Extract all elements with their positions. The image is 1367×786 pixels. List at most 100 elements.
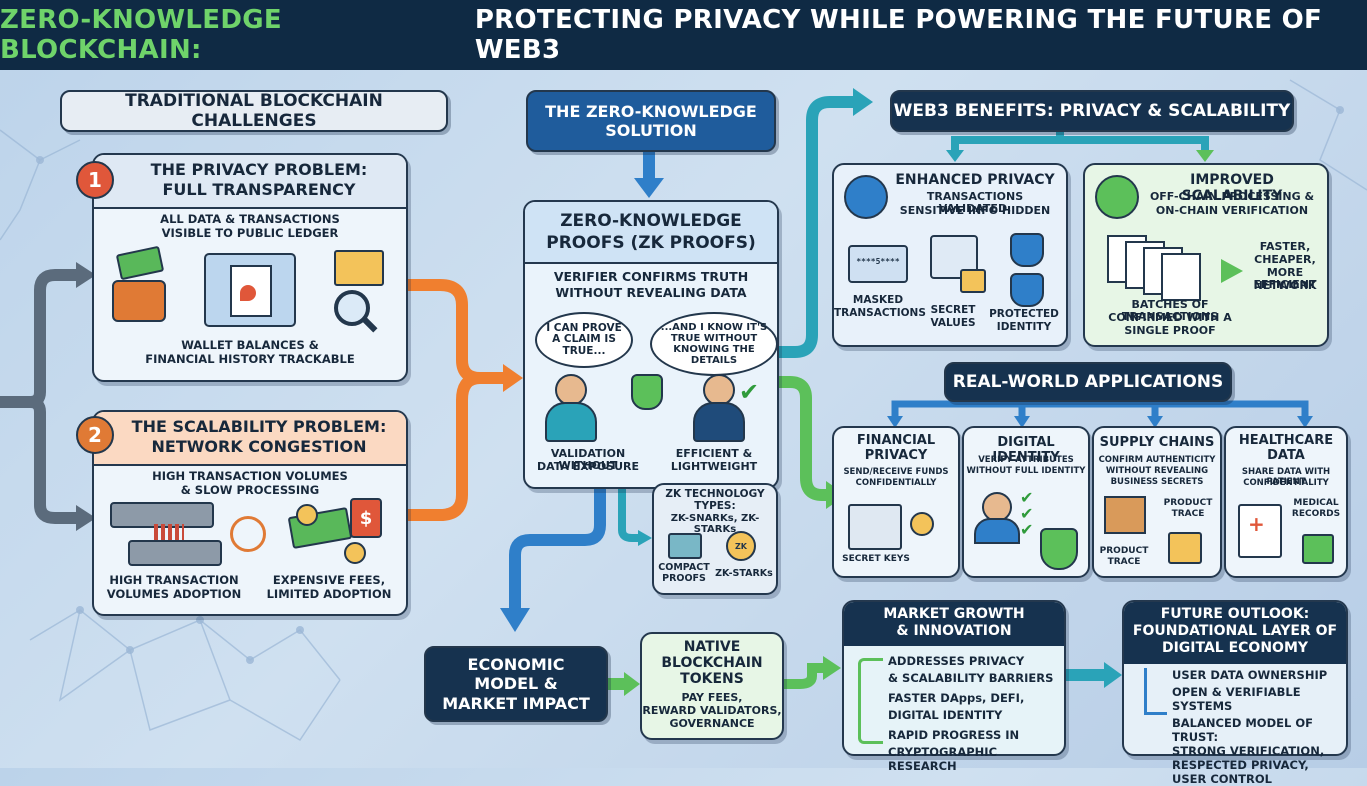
clipboard-icon — [1238, 504, 1282, 558]
economic-model-box: ECONOMIC MODEL & MARKET IMPACT — [424, 646, 608, 722]
pipe-lower-icon — [128, 540, 222, 566]
solution-header-line-2: SOLUTION — [605, 121, 697, 140]
prover-head-icon — [555, 374, 587, 406]
zk-technology-card: ZK TECHNOLOGY TYPES: ZK-SNARKs, ZK-STARK… — [652, 483, 778, 595]
title-part-highlight: ZERO-KNOWLEDGE BLOCKCHAIN: — [0, 5, 282, 65]
zk-proofs-sub-2: WITHOUT REVEALING DATA — [555, 285, 747, 300]
improved-scalability-card: IMPROVED SCALABILITY OFF-CHAIN PROCESSIN… — [1083, 163, 1329, 347]
verifier-speech-bubble: ...AND I KNOW IT'S TRUE WITHOUT KNOWING … — [650, 312, 778, 376]
zk-tech-title-1: ZK TECHNOLOGY — [665, 488, 765, 500]
supply-title: SUPPLY CHAINS — [1099, 435, 1215, 450]
financial-title-2: PRIVACY — [864, 448, 928, 463]
scal-result-1: FASTER, — [1259, 240, 1311, 253]
supply-sub-3: BUSINESS SECRETS — [1110, 477, 1204, 487]
growth-header-2: & INNOVATION — [896, 623, 1012, 639]
protected-identity-icon — [1010, 233, 1044, 267]
identity-title: DIGITAL IDENTITY — [992, 435, 1060, 465]
future-header-bg — [1124, 602, 1346, 664]
financial-title-1: FINANCIAL — [856, 433, 936, 448]
zk-starks-icon: ZK — [726, 531, 756, 561]
cash-icon — [115, 245, 165, 281]
scalability-right-1: EXPENSIVE FEES, — [272, 573, 386, 587]
zk-tech-title-3: ZK-SNARKs, ZK-STARKs — [670, 513, 760, 536]
envelope-icon — [334, 250, 384, 286]
future-item-2: OPEN & VERIFIABLE SYSTEMS — [1172, 685, 1301, 713]
privacy-problem-card: THE PRIVACY PROBLEM: FULL TRANSPARENCY A… — [92, 153, 408, 382]
economic-line-3: MARKET IMPACT — [442, 693, 590, 713]
supply-left-2: TRACE — [1107, 557, 1141, 567]
connector-layer — [0, 79, 1367, 741]
market-growth-header-bg — [844, 602, 1064, 646]
zk-foot-right-1: EFFICIENT & — [675, 447, 753, 460]
user-body-icon — [974, 518, 1020, 544]
supply-right-1: PRODUCT — [1163, 498, 1213, 508]
future-bracket-icon — [1144, 668, 1167, 715]
enhanced-privacy-title: ENHANCED PRIVACY — [895, 172, 1055, 188]
masked-label-2: TRANSACTIONS — [834, 307, 926, 319]
privacy-problem-line-1: ALL DATA & TRANSACTIONS — [160, 212, 340, 226]
masked-card-icon: ****5**** — [848, 245, 908, 283]
growth-item-3a: RAPID PROGRESS IN — [888, 728, 1020, 742]
solution-header-line-1: THE ZERO-KNOWLEDGE — [545, 102, 757, 121]
tokens-sub-1: PAY FEES, — [681, 691, 743, 704]
tokens-title-3: TOKENS — [680, 671, 744, 687]
financial-privacy-card: FINANCIAL PRIVACY SEND/RECEIVE FUNDS CON… — [832, 426, 960, 578]
future-header-1: FUTURE OUTLOOK: — [1160, 606, 1310, 622]
verified-checks-icon: ✔✔✔ — [1020, 488, 1034, 539]
growth-list: ADDRESSES PRIVACY & SCALABILITY BARRIERS… — [888, 654, 1058, 776]
privacy-problem-foot-1: WALLET BALANCES & — [181, 338, 319, 352]
medical-cross-icon: + — [1248, 512, 1265, 536]
scalability-problem-title-1: THE SCALABILITY PROBLEM: — [131, 417, 387, 436]
wallet-icon — [112, 280, 166, 322]
scal-result-4: NETWORK — [1253, 279, 1317, 292]
zk-tech-left-1: COMPACT — [658, 562, 710, 573]
bank-icon — [848, 504, 902, 550]
arrow-right-icon — [1221, 259, 1243, 283]
scalability-problem-header-bg — [94, 412, 406, 466]
scalability-problem-line-1: HIGH TRANSACTION VOLUMES — [152, 469, 348, 483]
zk-foot-right-2: LIGHTWEIGHT — [670, 460, 758, 473]
supply-sub-2: WITHOUT REVEALING — [1105, 466, 1209, 476]
protected-label-1: PROTECTED — [989, 308, 1059, 320]
public-ledger-icon — [204, 253, 296, 327]
fee-tag-icon: $ — [350, 498, 382, 538]
improved-scalability-title: IMPROVED SCALABILITY — [1181, 172, 1283, 204]
step-number-2: 2 — [76, 416, 114, 454]
key-icon — [910, 512, 934, 536]
future-outlook-card: FUTURE OUTLOOK: FOUNDATIONAL LAYER OF DI… — [1122, 600, 1348, 786]
zk-tech-right: ZK-STARKs — [715, 568, 773, 579]
privacy-problem-foot-2: FINANCIAL HISTORY TRACKABLE — [145, 352, 355, 366]
step-number-1: 1 — [76, 161, 114, 199]
secret-label-2: VALUES — [930, 317, 976, 329]
scalability-problem-title-2: NETWORK CONGESTION — [151, 437, 367, 456]
batch-label-2: CONFIRMED WITH A — [1108, 311, 1232, 324]
identity-sub-2: WITHOUT FULL IDENTITY — [966, 466, 1086, 476]
congestion-icon — [154, 524, 184, 540]
native-tokens-card: NATIVE BLOCKCHAIN TOKENS PAY FEES, REWAR… — [640, 632, 784, 740]
supply-left-1: PRODUCT — [1099, 546, 1149, 556]
flame-icon — [240, 285, 256, 301]
growth-item-1a: ADDRESSES PRIVACY — [888, 654, 1025, 668]
privacy-problem-header-bg — [94, 155, 406, 209]
title-part-main: PROTECTING PRIVACY WHILE POWERING THE FU… — [474, 5, 1323, 65]
scalability-right-2: LIMITED ADOPTION — [266, 587, 392, 601]
economic-line-2: MODEL & — [474, 674, 558, 694]
financial-foot: SECRET KEYS — [842, 554, 910, 564]
future-header-3: DIGITAL ECONOMY — [1161, 640, 1309, 656]
package-icon — [1104, 496, 1146, 534]
future-item-3c: RESPECTED PRIVACY, — [1172, 758, 1309, 772]
scalability-left-1: HIGH TRANSACTION — [109, 573, 239, 587]
healthcare-card: HEALTHCARE DATA SHARE DATA WITH PATIENT … — [1224, 426, 1348, 578]
scalability-problem-card: THE SCALABILITY PROBLEM: NETWORK CONGEST… — [92, 410, 408, 616]
protected-identity-lock-icon — [1010, 273, 1044, 307]
economic-line-1: ECONOMIC — [467, 655, 565, 675]
zk-tech-title-2: TYPES: — [694, 500, 736, 512]
padlock-icon — [960, 269, 986, 293]
financial-sub-2: CONFIDENTIALLY — [855, 478, 937, 488]
protected-label-2: IDENTITY — [996, 321, 1052, 333]
health-sub-1: SHARE DATA WITH PATIENT — [1241, 467, 1331, 487]
growth-chart-icon — [1095, 175, 1139, 219]
future-item-3b: STRONG VERIFICATION, — [1172, 744, 1325, 758]
growth-item-2a: FASTER DApps, DEFI, — [888, 691, 1025, 705]
verifier-icon — [693, 402, 745, 442]
